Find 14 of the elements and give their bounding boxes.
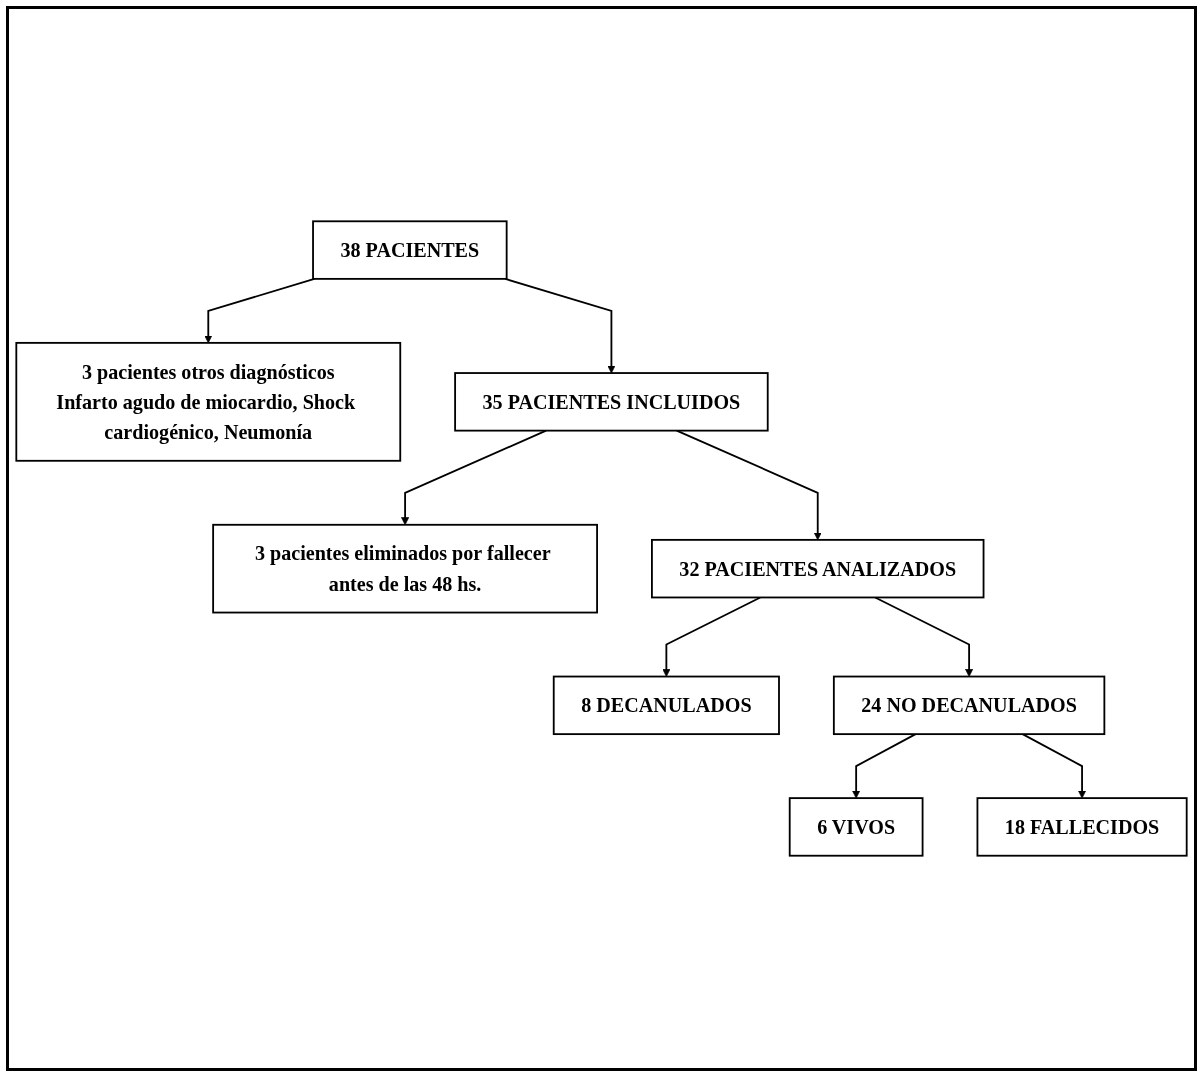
arrow [852, 733, 917, 799]
node-box: 6 VIVOS [788, 797, 924, 857]
node-box: 8 DECANULADOS [552, 675, 780, 736]
node-box: 38 PACIENTES [312, 220, 508, 280]
node-box: 18 FALLECIDOS [976, 797, 1188, 857]
node-box: 24 NO DECANULADOS [832, 675, 1106, 736]
node-box: 32 PACIENTES ANALIZADOS [651, 538, 985, 599]
node-box: 3 pacientes eliminados por fallecer antes de las 48 hs. [212, 523, 598, 614]
node-box: 3 pacientes otros diagnósticos Infarto agudo de miocardio, Shock cardiogénico, Neumonía [15, 341, 402, 462]
arrow [1021, 733, 1087, 799]
arrow [662, 596, 762, 677]
arrow [874, 596, 974, 677]
arrow [401, 429, 547, 526]
node-box: 35 PACIENTES INCLUIDOS [454, 372, 769, 432]
